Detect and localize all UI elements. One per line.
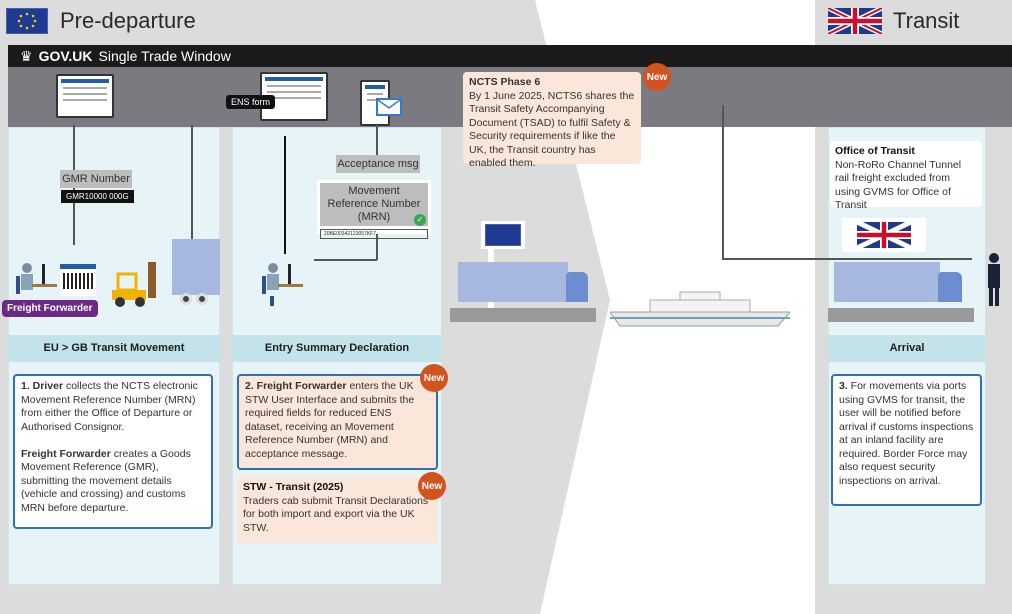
forklift-icon [112, 262, 157, 308]
truck-icon [834, 262, 940, 302]
section-label-eu-gb: EU > GB Transit Movement [8, 335, 220, 362]
mrn-value: 20BE00342123057KF7 [320, 229, 428, 239]
eu-flag-icon [485, 224, 521, 246]
transit-heading: Transit [893, 8, 960, 33]
person-at-desk-icon [258, 262, 303, 308]
step-1-text: collects the NCTS electronic Movement Re… [21, 380, 198, 433]
truck-icon [458, 262, 568, 302]
step-1-card: 1. Driver collects the NCTS electronic M… [13, 374, 213, 529]
stw-screen-icon [56, 74, 114, 118]
step-1b-text: creates a Goods Movement Reference (GMR)… [21, 447, 191, 514]
stw-transit-text: Traders cab submit Transit Declarations … [243, 494, 429, 534]
ens-form-tag: ENS form [226, 95, 276, 109]
crown-icon: ♛ [20, 47, 33, 64]
arrow-left-line [314, 259, 377, 261]
step-3-card: 3. For movements via ports using GVMS fo… [831, 374, 982, 506]
step-1b-bold: Freight Forwarder [21, 447, 111, 460]
wheel-icon [196, 293, 208, 305]
step-3-text: For movements via ports using GVMS for t… [839, 380, 974, 487]
ship-icon [609, 290, 792, 330]
step-1-bold: 1. Driver [21, 380, 64, 392]
mobile-screen-icon [360, 80, 390, 126]
uk-sign [842, 218, 926, 252]
border-officer-icon [976, 252, 1006, 308]
gmr-value: GMR10000 000G [61, 190, 134, 203]
ncts-note-title: NCTS Phase 6 [469, 76, 541, 88]
truck-trailer-icon [172, 239, 220, 295]
connector-line [191, 125, 193, 245]
wheel-icon [180, 293, 192, 305]
ncts-phase6-note: NCTS Phase 6 By 1 June 2025, NCTS6 share… [463, 72, 641, 169]
mrn-label: Movement Reference Number (MRN) [320, 183, 428, 226]
road [450, 308, 596, 322]
step-2-text: enters the UK STW User Interface and sub… [245, 380, 415, 460]
connector-line [376, 230, 378, 260]
section-label-ens: Entry Summary Declaration [232, 335, 442, 362]
eu-flag-icon [6, 8, 48, 34]
govuk-brand: GOV.UK [38, 48, 93, 64]
office-of-transit-title: Office of Transit [835, 145, 915, 157]
email-icon [376, 98, 402, 116]
step-2-bold: 2. Freight Forwarder [245, 380, 347, 392]
connector-line [376, 125, 378, 155]
arrow-up-line [284, 136, 286, 254]
eu-sign [481, 221, 525, 249]
pre-departure-heading: Pre-departure [60, 8, 196, 33]
step-2-card: 2. Freight Forwarder enters the UK STW U… [237, 374, 438, 470]
step-3-bold: 3. [839, 380, 848, 392]
stw-bar: ♛ GOV.UK Single Trade Window [8, 45, 1012, 67]
acceptance-msg-label: Acceptance msg [336, 155, 420, 173]
section-label-arrival: Arrival [828, 335, 986, 362]
road [828, 308, 974, 322]
ncts-note-body: By 1 June 2025, NCTS6 shares the Transit… [469, 89, 635, 170]
gmr-label: GMR Number [60, 170, 132, 188]
arrow-right-line [722, 258, 972, 260]
truck-cab [938, 272, 962, 302]
truck-cab [566, 272, 588, 302]
stw-transit-title: STW - Transit (2025) [243, 481, 344, 493]
mrn-panel: Movement Reference Number (MRN) 20BE0034… [317, 180, 431, 239]
stw-transit-card: STW - Transit (2025) Traders cab submit … [237, 477, 438, 543]
freight-forwarder-tag: Freight Forwarder [2, 300, 98, 317]
stw-title: Single Trade Window [98, 48, 231, 64]
connector-line [722, 105, 724, 258]
office-of-transit-body: Non-RoRo Channel Tunnel rail freight exc… [835, 158, 962, 212]
new-badge: New [420, 364, 448, 392]
new-badge: New [418, 472, 446, 500]
person-at-desk-icon [12, 262, 57, 302]
office-of-transit-note: Office of Transit Non-RoRo Channel Tunne… [830, 141, 982, 211]
check-icon: ✓ [414, 214, 426, 226]
barcode-icon [60, 264, 96, 296]
new-badge: New [643, 63, 671, 91]
uk-flag-icon [826, 5, 884, 37]
